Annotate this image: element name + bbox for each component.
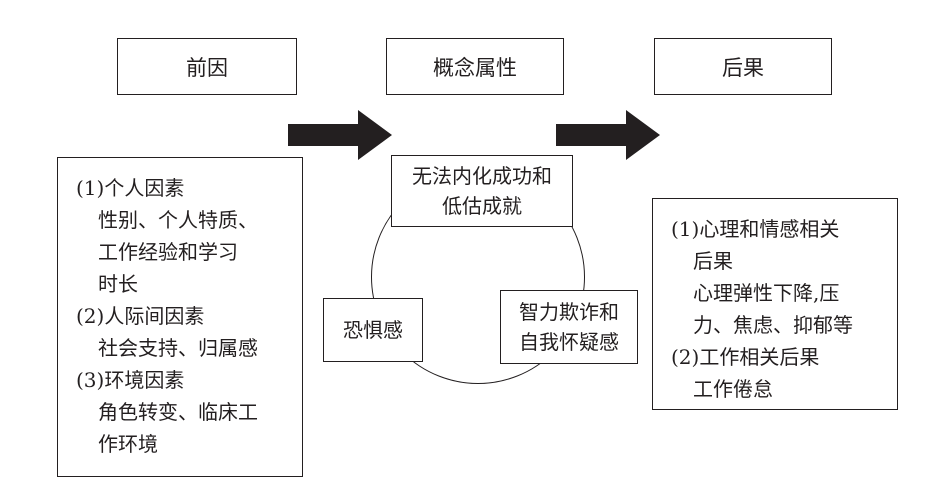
antecedents-header-box: 前因 bbox=[117, 38, 297, 95]
attribute-node-right: 智力欺诈和 自我怀疑感 bbox=[500, 290, 638, 364]
attribute-node-right-line: 智力欺诈和 bbox=[519, 300, 619, 324]
antecedents-list-box: (1)个人因素 性别、个人特质、 工作经验和学习 时长 (2)人际间因素 社会支… bbox=[57, 157, 303, 477]
arrow-right-icon bbox=[288, 110, 392, 160]
attributes-header-box: 概念属性 bbox=[386, 38, 564, 95]
consequences-header-label: 后果 bbox=[722, 55, 764, 80]
attribute-node-top-line: 低估成就 bbox=[442, 194, 522, 218]
arrow-right-icon bbox=[556, 110, 660, 160]
consequence-item-1-line: 力、焦虑、抑郁等 bbox=[693, 313, 853, 337]
consequences-list-box: (1)心理和情感相关 后果 心理弹性下降,压 力、焦虑、抑郁等 (2)工作相关后… bbox=[652, 198, 898, 410]
antecedent-item-3-title: (3)环境因素 bbox=[76, 368, 185, 392]
attribute-node-top-line: 无法内化成功和 bbox=[412, 164, 552, 188]
antecedent-item-1-title: (1)个人因素 bbox=[76, 176, 185, 200]
antecedent-item-1-line: 时长 bbox=[98, 272, 138, 296]
attribute-node-right-line: 自我怀疑感 bbox=[519, 330, 619, 354]
attribute-node-left-label: 恐惧感 bbox=[343, 318, 403, 342]
consequence-item-1-line: 后果 bbox=[693, 249, 733, 273]
attributes-header-label: 概念属性 bbox=[433, 55, 517, 80]
antecedent-item-3-line: 角色转变、临床工 bbox=[98, 400, 258, 424]
consequence-item-2-line: 工作倦怠 bbox=[693, 377, 773, 401]
consequence-item-2-title: (2)工作相关后果 bbox=[671, 345, 820, 369]
antecedent-item-2-line: 社会支持、归属感 bbox=[98, 336, 258, 360]
antecedent-item-1-line: 工作经验和学习 bbox=[98, 240, 238, 264]
antecedent-item-1-line: 性别、个人特质、 bbox=[98, 208, 258, 232]
attribute-node-top: 无法内化成功和 低估成就 bbox=[391, 155, 573, 227]
antecedent-item-3-line: 作环境 bbox=[98, 432, 158, 456]
antecedents-header-label: 前因 bbox=[186, 55, 228, 80]
attribute-node-left: 恐惧感 bbox=[323, 298, 423, 362]
consequence-item-1-title: (1)心理和情感相关 bbox=[671, 217, 840, 241]
consequence-item-1-line: 心理弹性下降,压 bbox=[693, 281, 840, 305]
consequences-header-box: 后果 bbox=[654, 38, 832, 95]
antecedent-item-2-title: (2)人际间因素 bbox=[76, 304, 205, 328]
